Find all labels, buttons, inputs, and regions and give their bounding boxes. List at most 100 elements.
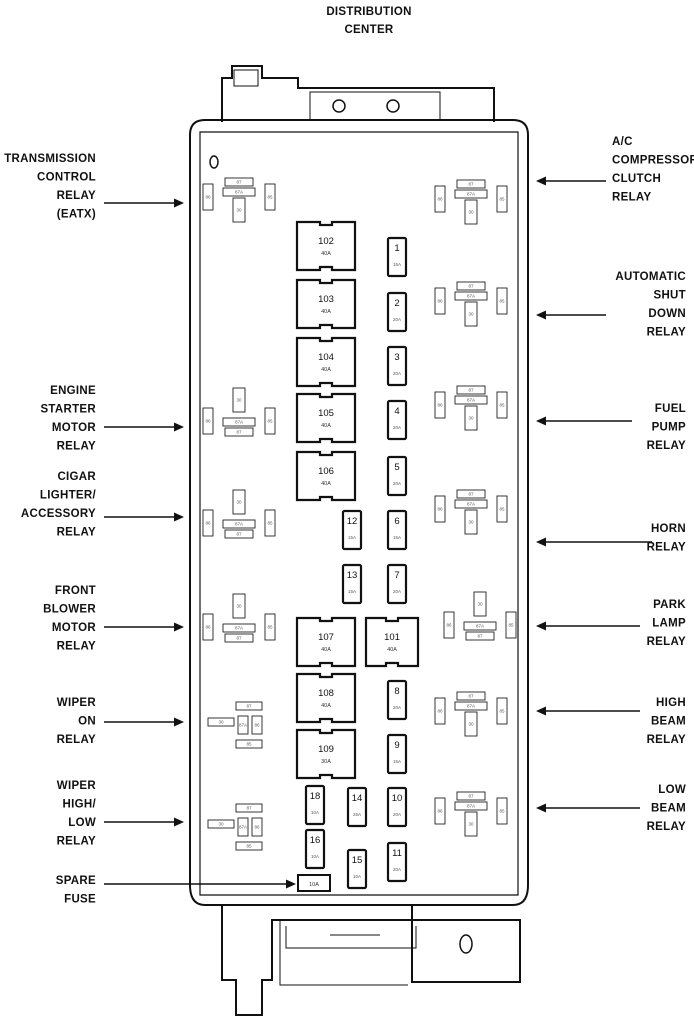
relay-terminal-label: 86 <box>437 809 443 814</box>
relay-terminal-pin30 <box>207 819 235 829</box>
label-front-blower-motor-relay-line-2: BLOWER <box>43 604 96 616</box>
maxi-fuse-number: 104 <box>318 352 334 363</box>
mini-fuse-number: 7 <box>394 570 399 581</box>
label-high-beam-relay-line-1: HIGH <box>656 697 686 709</box>
maxi-fuse-amp: 40A <box>321 647 331 653</box>
mini-fuse-amp: 15A <box>393 535 401 540</box>
arrow-low-beam <box>536 803 640 813</box>
label-engine-starter-motor-relay-line-4: RELAY <box>57 441 96 453</box>
relay-terminal-pin87 <box>456 691 486 701</box>
spare-fuse-amp: 10A <box>309 882 319 888</box>
mini-fuse-number: 1 <box>394 243 399 254</box>
fuse-box-housing <box>189 65 529 1016</box>
arrow-horn <box>536 537 652 547</box>
relay-terminal-pin85 <box>235 739 263 749</box>
relay-terminal-label: 85 <box>499 299 505 304</box>
mini-fuse-number: 9 <box>394 740 399 751</box>
label-engine-starter-motor-relay-line-3: MOTOR <box>52 422 96 434</box>
label-park-lamp-relay-line-3: RELAY <box>647 636 686 648</box>
relay-terminal-label: 87 <box>468 492 474 497</box>
relay-terminal-pin86 <box>434 697 446 725</box>
mini-fuse-number: 4 <box>394 406 399 417</box>
arrow-engine-starter-motor <box>104 422 184 432</box>
mini-fuse-7: 7 20A <box>386 563 408 605</box>
mini-fuse-amp: 10A <box>311 854 319 859</box>
label-cigar-lighter-accessory-relay-line-4: RELAY <box>57 527 96 539</box>
spare-fuse: 10A <box>297 874 331 892</box>
label-engine-starter-motor-relay-line-1: ENGINE <box>50 385 96 397</box>
relay-terminal-pin85 <box>264 613 276 641</box>
relay-terminal-label: 86 <box>437 299 443 304</box>
arrow-front-blower-motor <box>104 622 184 632</box>
label-horn-relay-line-2: RELAY <box>647 542 686 554</box>
label-park-lamp-relay-line-1: PARK <box>653 599 686 611</box>
label-fuel-pump-relay-line-2: PUMP <box>652 422 686 434</box>
relay-terminal-label: 87A <box>467 398 475 403</box>
relay-terminal-pin86 <box>202 509 214 537</box>
mini-fuse-number: 18 <box>310 791 321 802</box>
relay-terminal-label: 85 <box>267 419 273 424</box>
mounting-hole-right <box>386 99 400 113</box>
label-cigar-lighter-accessory-relay-line-3: ACCESSORY <box>21 508 96 520</box>
mini-fuse-number: 2 <box>394 298 399 309</box>
mini-fuse-amp: 20A <box>393 589 401 594</box>
maxi-fuse-amp: 40A <box>321 481 331 487</box>
mini-fuse-amp: 20A <box>393 705 401 710</box>
relay-terminal-pin87a <box>237 817 249 837</box>
label-spare-fuse-line-2: FUSE <box>64 894 96 906</box>
relay-terminal-label: 86 <box>205 625 211 630</box>
maxi-fuse-amp: 40A <box>321 423 331 429</box>
label-transmission-control-relay-line-1: TRANSMISSION <box>4 153 96 165</box>
relay-terminal-pin86 <box>434 185 446 213</box>
mini-fuse-number: 12 <box>347 516 358 527</box>
mini-fuse-8: 8 20A <box>386 679 408 721</box>
relay-terminal-label: 87 <box>236 636 242 641</box>
relay-terminal-pin30 <box>464 811 478 837</box>
maxi-fuse-number: 101 <box>384 632 400 643</box>
maxi-fuse-number: 108 <box>318 688 334 699</box>
relay-terminal-pin87a <box>237 715 249 735</box>
mini-fuse-amp: 20A <box>393 481 401 486</box>
relay-terminal-pin30 <box>232 387 246 413</box>
relay-terminal-label: 30 <box>468 210 474 215</box>
relay-terminal-pin87 <box>456 385 486 395</box>
label-transmission-control-relay-line-3: RELAY <box>57 190 96 202</box>
relay-terminal-label: 86 <box>437 709 443 714</box>
relay-terminal-label: 87 <box>236 180 242 185</box>
relay-terminal-label: 85 <box>267 521 273 526</box>
arrow-automatic-shut-down <box>536 310 606 320</box>
mini-fuse-amp: 20A <box>393 867 401 872</box>
label-fuel-pump-relay-line-1: FUEL <box>655 403 686 415</box>
relay-terminal-label: 85 <box>508 623 514 628</box>
label-front-blower-motor-relay-line-1: FRONT <box>55 585 96 597</box>
maxi-fuse-amp: 40A <box>321 703 331 709</box>
mini-fuse-number: 8 <box>394 686 399 697</box>
mini-fuse-number: 14 <box>352 793 363 804</box>
relay-terminal-label: 86 <box>254 723 260 728</box>
relay-terminal-label: 87A <box>239 825 247 830</box>
arrow-cigar-lighter-accessory <box>104 512 184 522</box>
label-fuel-pump-relay-line-3: RELAY <box>647 440 686 452</box>
relay-terminal-label: 30 <box>236 208 242 213</box>
relay-terminal-pin87 <box>456 489 486 499</box>
relay-terminal-pin86 <box>202 183 214 211</box>
label-wiper-high-low-relay-line-4: RELAY <box>57 836 96 848</box>
relay-terminal-label: 87A <box>235 420 243 425</box>
relay-terminal-pin87a <box>454 701 488 711</box>
relay-terminal-label: 86 <box>205 419 211 424</box>
relay-terminal-pin30 <box>464 301 478 327</box>
label-wiper-high-low-relay-line-2: HIGH/ <box>63 799 97 811</box>
relay-terminal-pin87 <box>224 427 254 437</box>
relay-terminal-pin86 <box>251 817 263 837</box>
relay-terminal-label: 85 <box>499 809 505 814</box>
relay-terminal-pin87a <box>222 519 256 529</box>
